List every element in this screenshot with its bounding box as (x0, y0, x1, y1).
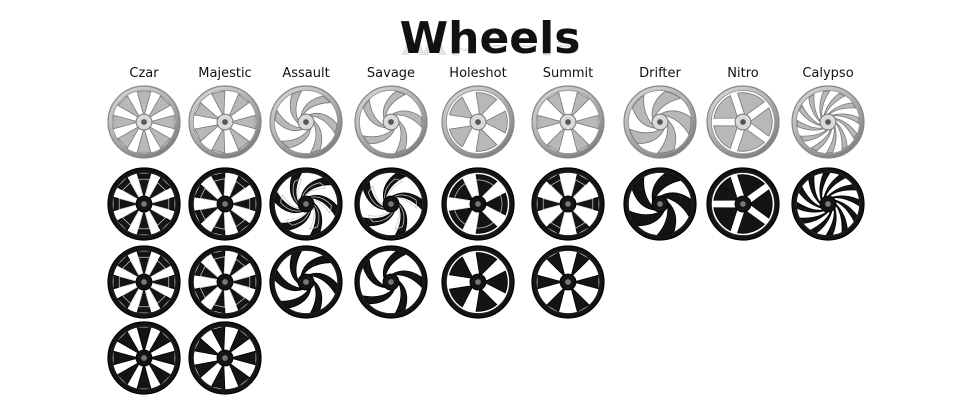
page-title: Wheels (399, 13, 581, 64)
wheel-summit-black (531, 245, 605, 319)
wheel-assault-black-contrast (269, 167, 343, 241)
wheel-label-holeshot: Holeshot (449, 66, 507, 81)
wheel-holeshot-black-contrast (441, 167, 515, 241)
wheel-majestic-black-contrast (188, 167, 262, 241)
wheel-holeshot-black (441, 245, 515, 319)
wheel-czar-chrome (107, 85, 181, 159)
wheel-majestic-black-contrast (188, 245, 262, 319)
wheel-assault-chrome (269, 85, 343, 159)
wheel-calypso-chrome (791, 85, 865, 159)
wheel-assault-black (269, 245, 343, 319)
wheel-nitro-chrome (706, 85, 780, 159)
wheel-savage-chrome (354, 85, 428, 159)
wheel-label-savage: Savage (366, 66, 416, 81)
wheel-label-czar: Czar (129, 66, 159, 81)
wheel-majestic-black (188, 321, 262, 395)
wheel-holeshot-chrome (441, 85, 515, 159)
wheel-majestic-chrome (188, 85, 262, 159)
wheel-czar-black (107, 321, 181, 395)
wheel-savage-black (354, 245, 428, 319)
wheel-czar-black-contrast (107, 245, 181, 319)
wheel-summit-black-contrast (531, 167, 605, 241)
wheel-calypso-black (791, 167, 865, 241)
wheel-label-summit: Summit (542, 66, 594, 81)
wheel-drifter-chrome (623, 85, 697, 159)
wheel-nitro-black (706, 167, 780, 241)
wheel-label-majestic: Majestic (198, 66, 252, 81)
wheel-label-calypso: Calypso (802, 66, 854, 81)
wheel-label-nitro: Nitro (727, 66, 759, 81)
wheel-savage-black-contrast (354, 167, 428, 241)
wheel-label-assault: Assault (282, 66, 330, 81)
wheel-summit-chrome (531, 85, 605, 159)
wheel-czar-black-contrast (107, 167, 181, 241)
wheel-label-drifter: Drifter (639, 66, 681, 81)
wheel-drifter-black (623, 167, 697, 241)
